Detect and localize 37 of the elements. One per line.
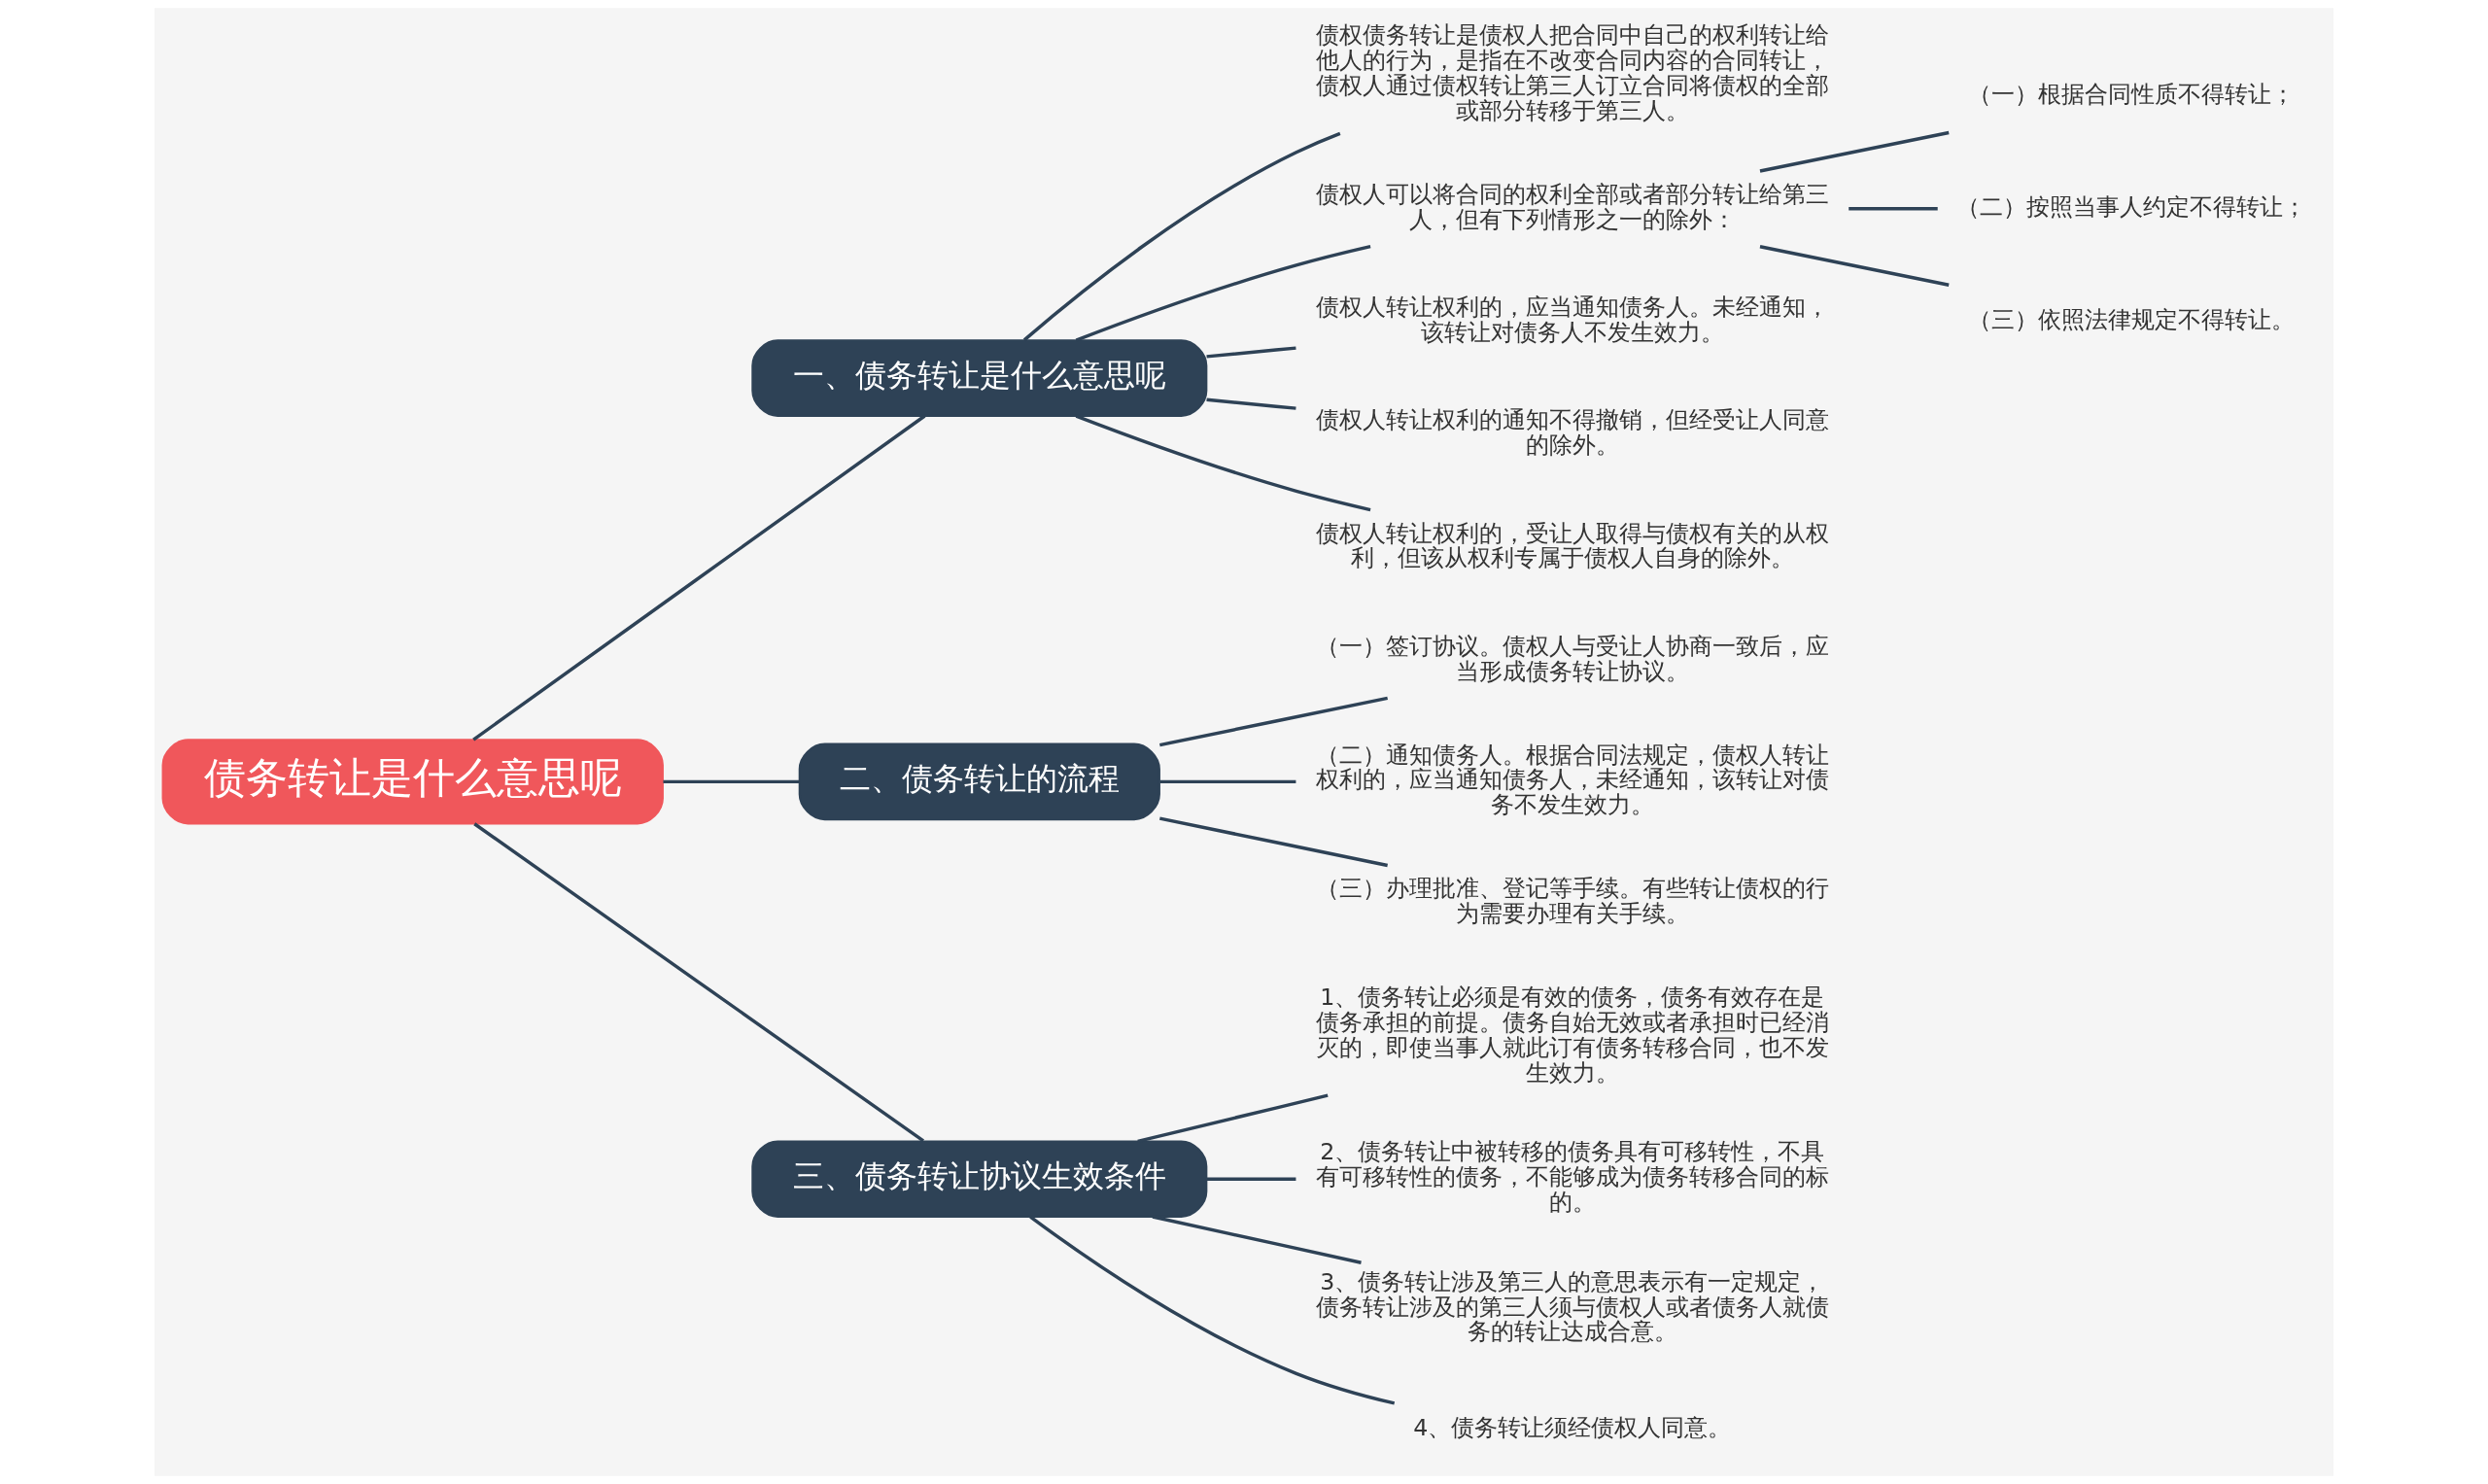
connector xyxy=(1022,131,1341,342)
connector xyxy=(1158,696,1388,747)
connector xyxy=(1075,245,1371,342)
node-text: （三）办理批准、登记等手续。有些转让债权的行为需要办理有关手续。 xyxy=(1315,875,1829,928)
node-box: 一、债务转让是什么意思呢 xyxy=(751,339,1208,417)
node-text: （二）按照当事人约定不得转让； xyxy=(1956,192,2307,221)
connector xyxy=(663,779,800,784)
connector xyxy=(1158,816,1389,868)
node-text: 1、债务转让必须是有效的债务，债务有效存在是债务承担的前提。债务自始无效或者承担时已经消灭的，即使当事人就此订有债务转移合同，也不发生效力。 xyxy=(1315,984,1829,1087)
node-box: 二、债务转让的流程 xyxy=(798,742,1160,821)
node-text: （三）依照法律规定不得转让。 xyxy=(1968,306,2296,334)
connector xyxy=(1206,397,1296,410)
connector xyxy=(1849,207,1938,211)
node-text: 2、债务转让中被转移的债务具有可移转性，不具有可移转性的债务，不能够成为债务转移合同的标的。 xyxy=(1315,1138,1829,1217)
node-text: （一）签订协议。债权人与受让人协商一致后，应当形成债务转让协议。 xyxy=(1315,632,1829,685)
connector xyxy=(1152,1215,1362,1264)
node-text: 债权人转让权利的，应当通知债务人。未经通知，该转让对债务人不发生效力。 xyxy=(1315,293,1829,346)
node-text: 债权人可以将合同的权利全部或者部分转让给第三人，但有下列情形之一的除外： xyxy=(1315,180,1829,233)
connector xyxy=(1075,414,1371,512)
connector xyxy=(1159,779,1296,784)
connector xyxy=(473,822,925,1143)
connector xyxy=(1206,346,1296,359)
node-box: 债务转让是什么意思呢 xyxy=(161,739,664,825)
connector xyxy=(1206,1177,1296,1181)
connector xyxy=(1137,1093,1329,1144)
connector xyxy=(1759,245,1950,287)
connector xyxy=(1759,130,1950,173)
node-text: （一）根据合同性质不得转让； xyxy=(1968,80,2296,108)
node-text: 债权债务转让是债权人把合同中自己的权利转让给他人的行为，是指在不改变合同内容的合同转让，债权人通过债权转让第三人订立合同将债权的全部或部分转移于第三人。 xyxy=(1315,21,1829,124)
node-text: 3、债务转让涉及第三人的意思表示有一定规定，债务转让涉及的第三人须与债权人或者债务人就债务的转让达成合意。 xyxy=(1315,1267,1829,1346)
node-text: 4、债务转让须经债权人同意。 xyxy=(1413,1414,1732,1442)
connector xyxy=(1029,1215,1396,1405)
node-text: 债权人转让权利的，受让人取得与债权有关的从权利，但该从权利专属于债权人自身的除外。 xyxy=(1315,519,1829,572)
node-text: 债权人转让权利的通知不得撤销，但经受让人同意的除外。 xyxy=(1315,406,1829,460)
node-box: 三、债务转让协议生效条件 xyxy=(751,1140,1208,1218)
connector xyxy=(472,414,926,742)
node-text: （二）通知债务人。根据合同法规定，债权人转让权利的，应当通知债务人，未经通知，该转让对债务不发生效力。 xyxy=(1315,741,1829,819)
